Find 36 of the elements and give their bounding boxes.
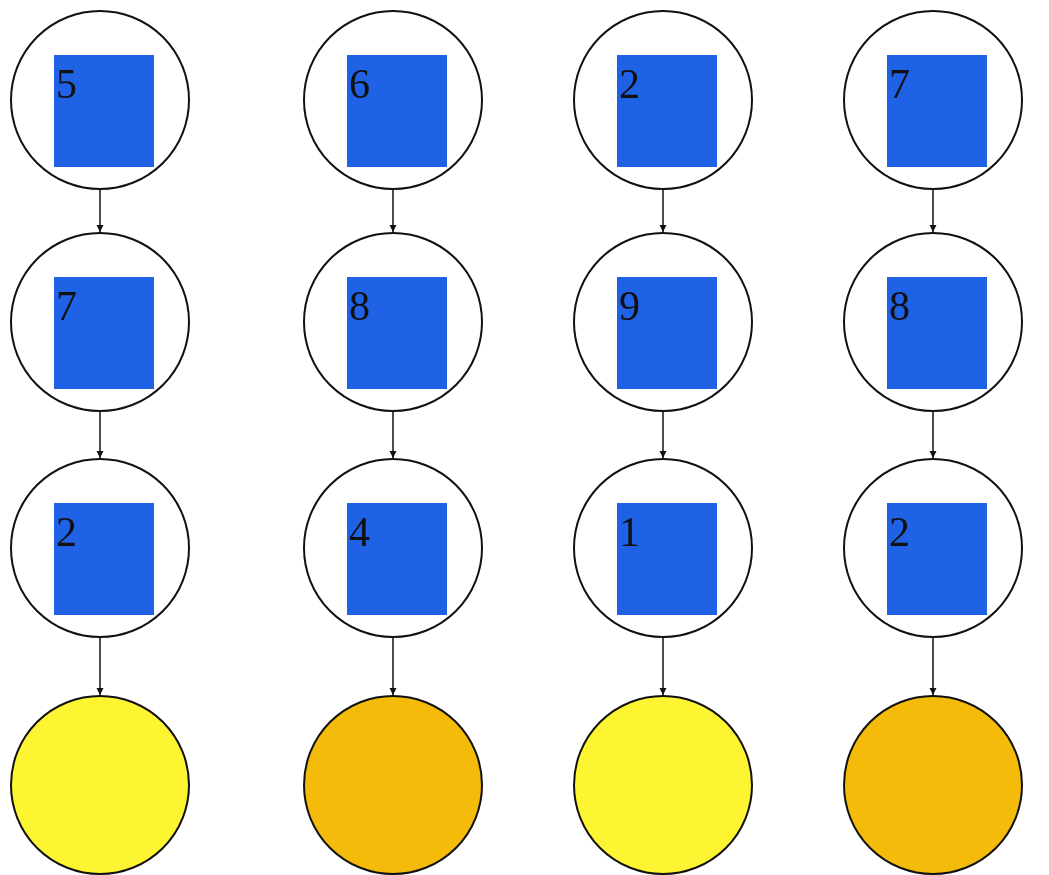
arrow [929,189,937,233]
number-tile [887,503,987,615]
number-label: 9 [619,283,640,329]
number-tile [617,55,717,167]
number-label: 7 [889,61,910,107]
number-tile [617,277,717,389]
number-tile [887,277,987,389]
number-tile [347,55,447,167]
arrow [96,637,104,696]
number-label: 7 [56,283,77,329]
arrow [659,637,667,696]
number-label: 2 [889,509,910,555]
arrow [96,411,104,459]
number-label: 2 [619,61,640,107]
arrow [389,637,397,696]
number-label: 2 [56,509,77,555]
arrow [929,411,937,459]
number-label: 1 [619,509,640,555]
number-tile [347,503,447,615]
number-label: 4 [349,509,370,555]
number-label: 8 [889,283,910,329]
arrow [96,189,104,233]
number-tile [617,503,717,615]
arrow [389,411,397,459]
arrow [659,411,667,459]
arrow [659,189,667,233]
number-tile [54,55,154,167]
number-tile [54,277,154,389]
number-label: 5 [56,61,77,107]
arrow [929,637,937,696]
number-label: 6 [349,61,370,107]
number-tile [54,503,154,615]
number-tile [347,277,447,389]
number-label: 8 [349,283,370,329]
number-tile [887,55,987,167]
arrow [389,189,397,233]
